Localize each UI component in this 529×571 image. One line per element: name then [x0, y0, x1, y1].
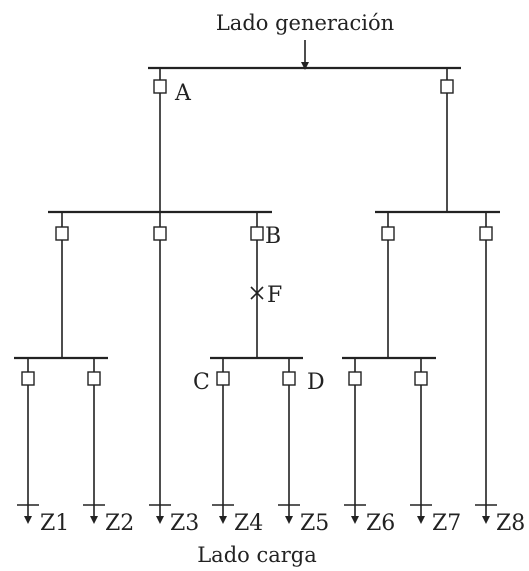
- breaker-d-icon: [282, 371, 296, 386]
- breaker-c-icon: [216, 371, 230, 386]
- breaker-a-icon: [153, 79, 167, 94]
- load-side-title: Lado carga: [197, 543, 317, 567]
- breaker-right-icon: [440, 79, 454, 94]
- breaker-z1-icon: [21, 371, 35, 386]
- label-z8: Z8: [496, 511, 525, 536]
- fault-cross-icon: [250, 286, 264, 300]
- breaker-z3-icon: [153, 226, 167, 241]
- label-z7: Z7: [432, 511, 461, 536]
- label-f: F: [267, 283, 282, 308]
- label-a: A: [174, 81, 192, 106]
- label-d: D: [307, 370, 325, 395]
- breaker-z8-icon: [479, 226, 493, 241]
- breaker-z2-icon: [87, 371, 101, 386]
- breaker-right-inner-icon: [381, 226, 395, 241]
- label-z2: Z2: [105, 511, 134, 536]
- label-z6: Z6: [366, 511, 395, 536]
- generation-side-title: Lado generación: [216, 11, 394, 35]
- label-z4: Z4: [234, 511, 263, 536]
- label-z5: Z5: [300, 511, 329, 536]
- breaker-left-icon: [55, 226, 69, 241]
- breaker-b-icon: [250, 226, 264, 241]
- label-c: C: [193, 370, 210, 395]
- label-z3: Z3: [170, 511, 199, 536]
- breaker-z7-icon: [414, 371, 428, 386]
- breaker-z6-icon: [348, 371, 362, 386]
- label-z1: Z1: [40, 511, 69, 536]
- label-b: B: [265, 224, 281, 249]
